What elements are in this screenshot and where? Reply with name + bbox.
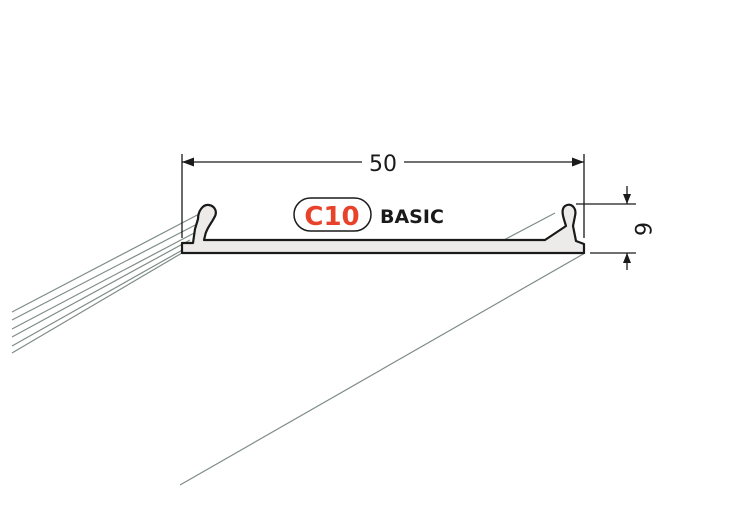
height-label: 6 xyxy=(629,222,654,236)
extrusion-line xyxy=(11,239,191,338)
extrusion-line xyxy=(499,212,556,243)
width-dimension xyxy=(181,154,585,238)
extrusion-line xyxy=(11,220,204,321)
height-dimension xyxy=(576,186,636,270)
extrusion-line xyxy=(11,230,199,330)
arrowhead-top-icon xyxy=(623,194,631,204)
arrowhead-bottom-icon xyxy=(623,253,631,263)
arrowhead-left-icon xyxy=(182,157,194,167)
arrowhead-right-icon xyxy=(572,157,584,167)
product-code: C10 xyxy=(304,202,359,232)
extrusion-line xyxy=(11,252,183,354)
extrusion-line xyxy=(11,247,187,347)
extrusion-line xyxy=(179,252,586,486)
extrusion-line xyxy=(11,211,204,313)
product-series: BASIC xyxy=(380,206,444,228)
profile-cross-section xyxy=(180,203,586,255)
product-code-badge xyxy=(293,197,372,232)
width-label: 50 xyxy=(369,152,397,177)
extrusion-lines xyxy=(11,211,586,486)
